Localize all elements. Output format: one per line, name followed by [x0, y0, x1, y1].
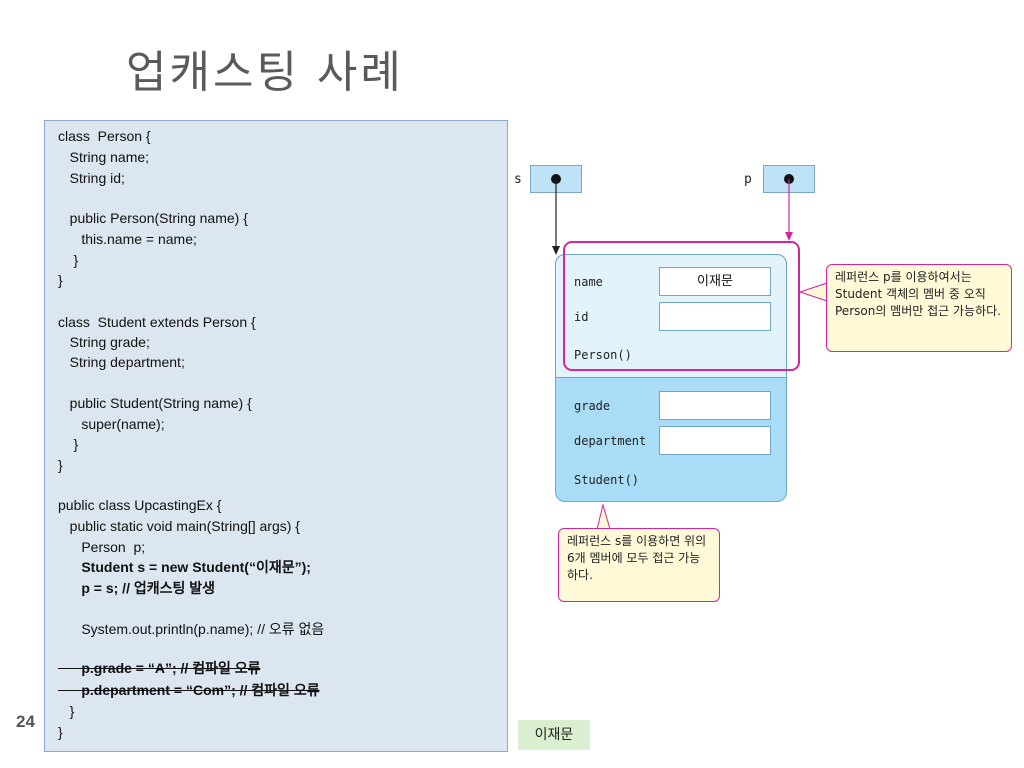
arrow-s-head	[552, 246, 560, 255]
code-line: p.grade = “A”; // 컴파일 오류	[58, 660, 261, 676]
field-id-value	[659, 302, 771, 331]
code-line: }	[58, 724, 63, 740]
field-name-label: name	[574, 275, 603, 289]
person-scope-highlight	[563, 241, 800, 371]
arrow-p-head	[785, 232, 793, 241]
field-department-label: department	[574, 434, 647, 448]
student-constructor: Student()	[574, 473, 640, 487]
code-line: String grade;	[58, 334, 150, 350]
code-line: }	[58, 436, 79, 452]
variable-s-label: s	[514, 172, 522, 187]
code-line: }	[58, 703, 75, 719]
variable-p-label: p	[744, 172, 752, 187]
code-line: class Student extends Person {	[58, 314, 256, 330]
callout-s-pointer	[596, 503, 611, 530]
code-line: public Person(String name) {	[58, 210, 248, 226]
code-line: Person p;	[58, 539, 146, 555]
field-name-value: 이재문	[659, 267, 771, 296]
reference-dot-p	[784, 174, 794, 184]
field-department-value	[659, 426, 771, 455]
code-line: }	[58, 272, 63, 288]
code-line: Student s = new Student(“이재문”);	[58, 559, 311, 575]
field-grade-value	[659, 391, 771, 420]
field-id-label: id	[574, 310, 589, 324]
reference-dot-s	[551, 174, 561, 184]
code-line: }	[58, 252, 79, 268]
output-badge: 이재문	[518, 720, 590, 750]
callout-p-pointer	[798, 282, 828, 302]
callout-s: 레퍼런스 s를 이용하면 위의 6개 멤버에 모두 접근 가능하다.	[558, 528, 720, 602]
code-line: super(name);	[58, 416, 165, 432]
code-line: String department;	[58, 354, 185, 370]
person-constructor: Person()	[574, 348, 632, 362]
code-line: public Student(String name) {	[58, 395, 252, 411]
code-panel	[44, 120, 508, 752]
code-line: public class UpcastingEx {	[58, 497, 222, 513]
code-line: String id;	[58, 170, 125, 186]
code-line: this.name = name;	[58, 231, 197, 247]
code-line: class Person {	[58, 128, 151, 144]
code-line: }	[58, 457, 63, 473]
code-line: String name;	[58, 149, 150, 165]
callout-p: 레퍼런스 p를 이용하여서는 Student 객체의 멤버 중 오직 Perso…	[826, 264, 1012, 352]
code-line: p = s; // 업캐스팅 발생	[58, 580, 216, 596]
code-line: p.department = “Com”; // 컴파일 오류	[58, 682, 320, 698]
code-line: System.out.println(p.name); // 오류 없음	[58, 621, 325, 637]
slide-title: 업캐스팅 사례	[126, 47, 404, 98]
slide-number: 24	[16, 712, 35, 731]
field-grade-label: grade	[574, 399, 611, 413]
code-line: public static void main(String[] args) {	[58, 518, 300, 534]
